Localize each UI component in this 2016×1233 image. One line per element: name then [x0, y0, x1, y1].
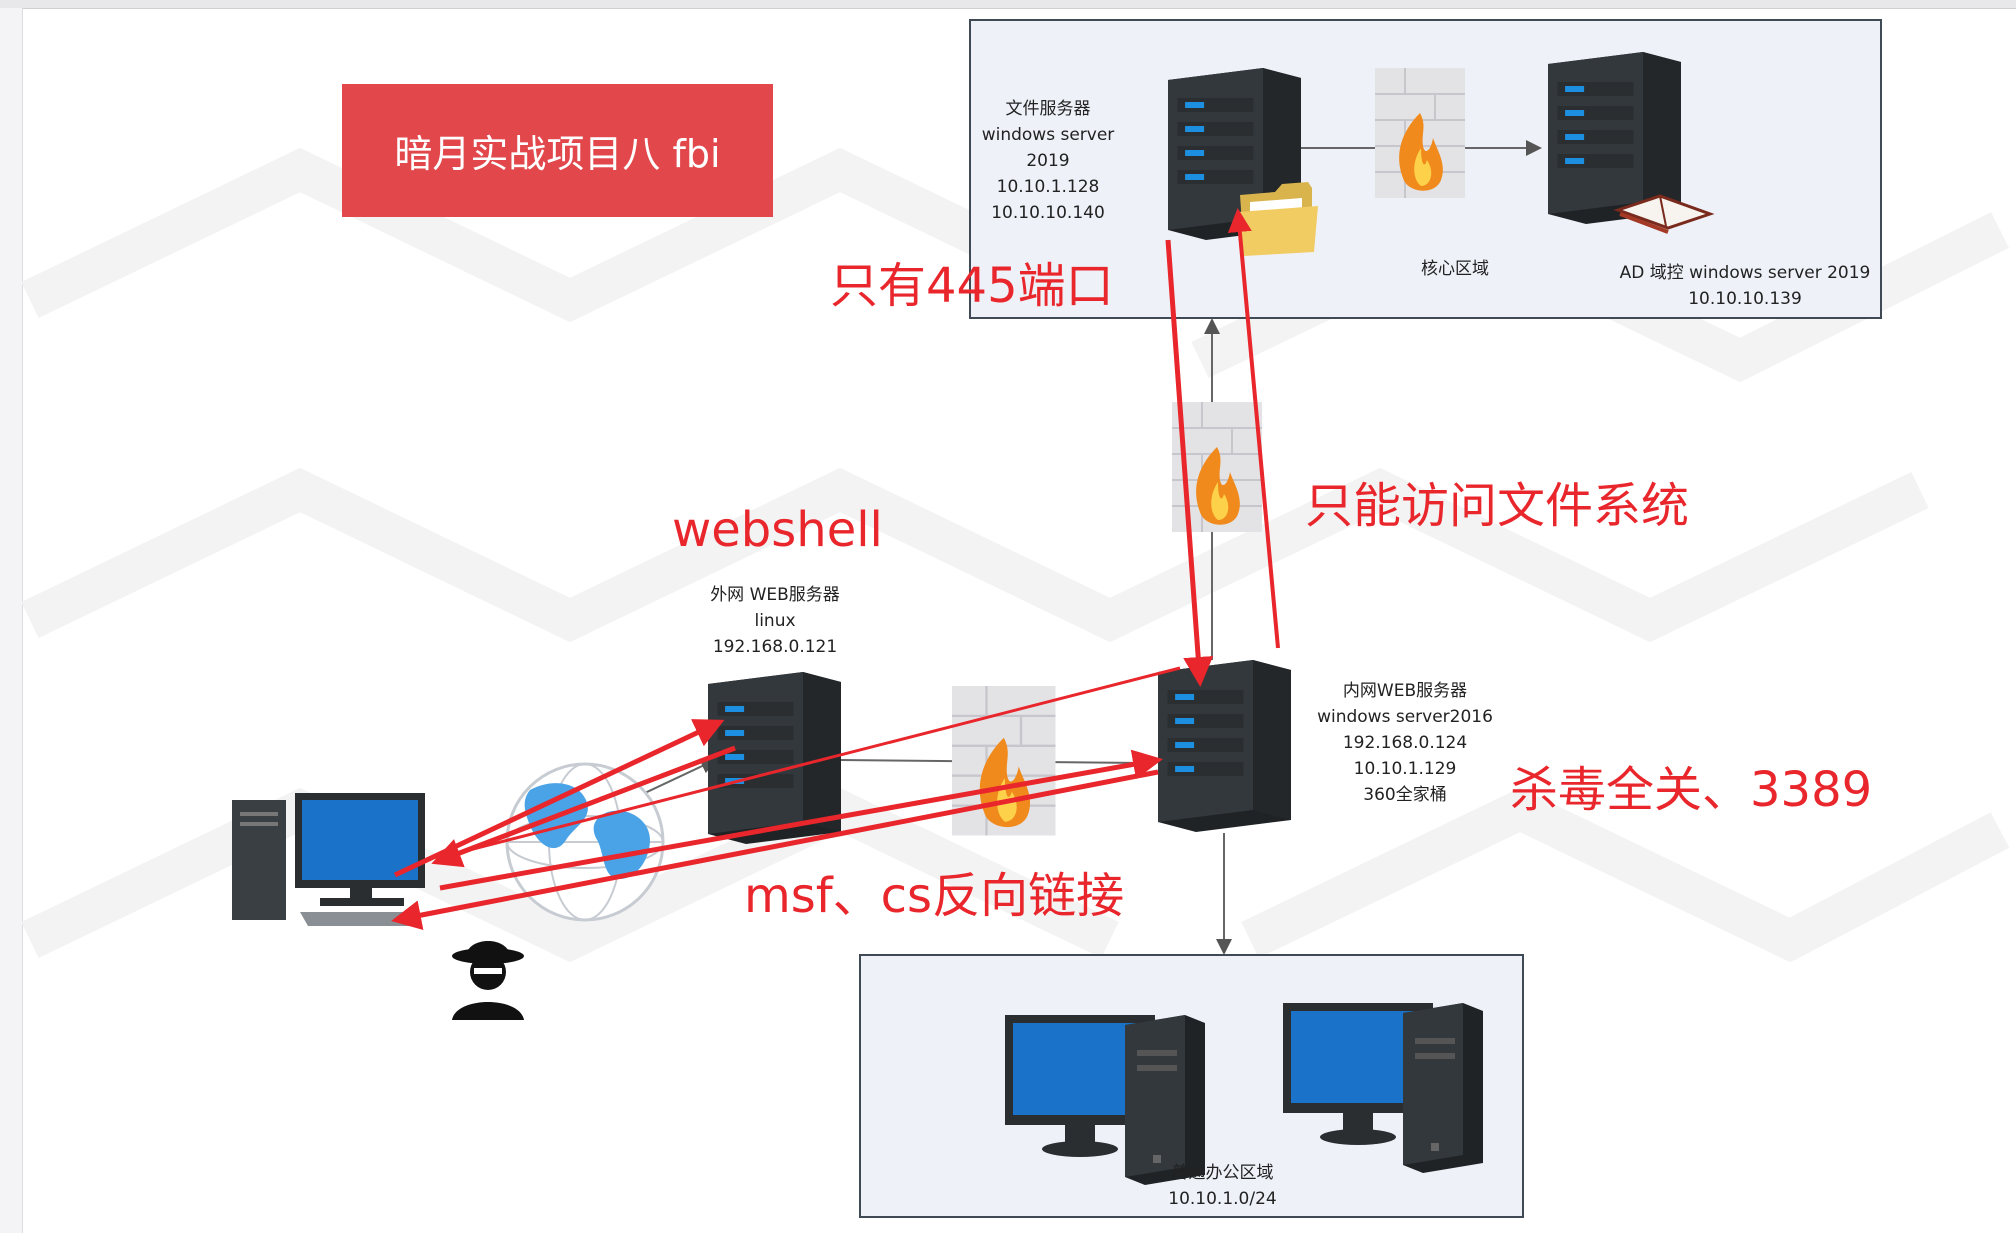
inner-web-server-icon: [1158, 660, 1291, 832]
dmz-firewall-icon: [950, 684, 1057, 837]
office-zone-label: 普通办公区域 10.10.1.0/24: [1168, 1163, 1277, 1209]
ad-server-icon: [1548, 52, 1715, 234]
annotation-reverse-link: msf、cs反向链接: [744, 868, 1125, 924]
folder-icon: [1238, 182, 1318, 256]
inner-web-server-label: 内网WEB服务器 windows server2016 192.168.0.12…: [1317, 681, 1493, 805]
window-top-bar: [0, 0, 2016, 9]
file-server-label: 文件服务器 windows server 2019 10.10.1.128 10…: [981, 99, 1115, 223]
file-server-icon: [1168, 68, 1318, 256]
annotation-webshell: webshell: [672, 502, 883, 558]
attack-arrows: [391, 208, 1280, 930]
annotation-av-off: 杀毒全关、3389: [1510, 762, 1873, 818]
diagram-title: 暗月实战项目八 fbi: [342, 84, 773, 217]
annotation-file-only: 只能访问文件系统: [1305, 478, 1690, 534]
core-zone-label: 核心区域: [1421, 259, 1489, 279]
ad-server-label: AD 域控 windows server 2019 10.10.10.139: [1619, 263, 1871, 309]
outer-web-server-label: 外网 WEB服务器 linux 192.168.0.121: [710, 585, 840, 657]
annotation-port-445: 只有445端口: [830, 258, 1114, 314]
core-firewall-icon: [1374, 67, 1466, 199]
book-icon: [1613, 194, 1715, 234]
attacker-computer-icon: [232, 793, 425, 926]
window-left-edge: [0, 8, 23, 1233]
hacker-icon: [452, 941, 524, 1020]
